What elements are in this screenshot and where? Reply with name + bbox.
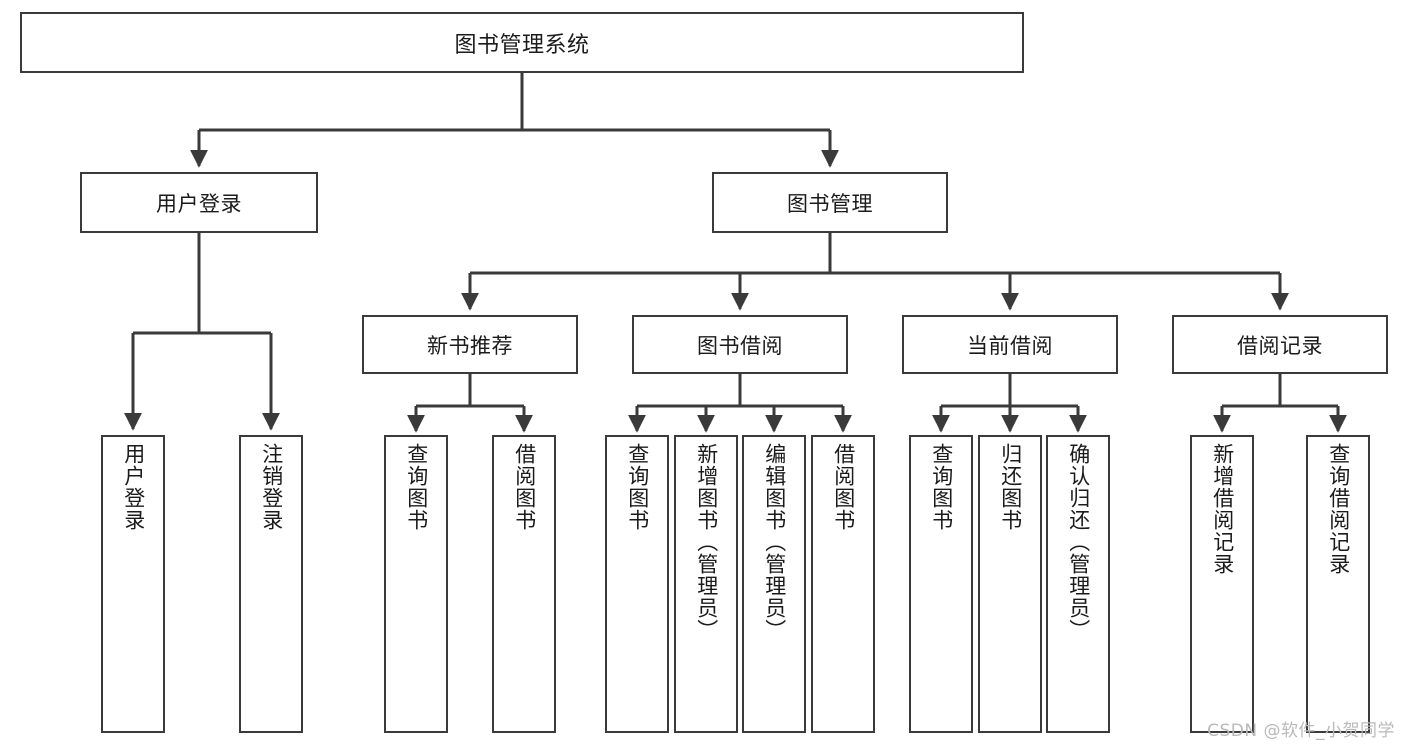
leaf-user-login-logout[interactable]: 注销登录 [239,435,303,733]
node-current-borrow[interactable]: 当前借阅 [902,315,1118,374]
leaf-borrow-record-query-label: 查询借阅记录 [1326,443,1351,575]
node-current-borrow-label: 当前借阅 [967,333,1053,358]
leaf-borrow-record-add[interactable]: 新增借阅记录 [1190,435,1254,733]
leaf-current-borrow-return-label: 归还图书 [998,443,1023,531]
node-borrow-record-label: 借阅记录 [1237,333,1323,358]
leaf-current-borrow-query[interactable]: 查询图书 [909,435,973,733]
leaf-book-borrow-edit[interactable]: 编辑图书（管理员） [742,435,806,733]
leaf-book-borrow-borrow[interactable]: 借阅图书 [811,435,875,733]
leaf-current-borrow-confirm[interactable]: 确认归还（管理员） [1046,435,1110,733]
leaf-current-borrow-query-label: 查询图书 [929,443,954,531]
leaf-new-book-query-label: 查询图书 [404,443,429,531]
node-root-label: 图书管理系统 [454,32,590,58]
node-user-login-label: 用户登录 [156,191,242,216]
leaf-current-borrow-return[interactable]: 归还图书 [978,435,1042,733]
leaf-new-book-query[interactable]: 查询图书 [384,435,448,733]
leaf-user-login-logout-label: 注销登录 [259,443,284,531]
leaf-new-book-borrow[interactable]: 借阅图书 [492,435,556,733]
leaf-book-borrow-query-label: 查询图书 [625,443,650,531]
node-new-book-recommend[interactable]: 新书推荐 [362,315,578,374]
node-borrow-record[interactable]: 借阅记录 [1172,315,1388,374]
leaf-borrow-record-add-label: 新增借阅记录 [1210,443,1235,575]
leaf-new-book-borrow-label: 借阅图书 [512,443,537,531]
node-book-borrow-label: 图书借阅 [697,333,783,358]
leaf-user-login-login[interactable]: 用户登录 [101,435,165,733]
node-user-login[interactable]: 用户登录 [80,172,318,233]
node-root-book-management-system[interactable]: 图书管理系统 [20,12,1024,73]
leaf-borrow-record-query[interactable]: 查询借阅记录 [1306,435,1370,733]
leaf-current-borrow-confirm-label: 确认归还（管理员） [1066,443,1091,641]
leaf-book-borrow-add[interactable]: 新增图书（管理员） [674,435,738,733]
leaf-book-borrow-borrow-label: 借阅图书 [831,443,856,531]
leaf-book-borrow-edit-label: 编辑图书（管理员） [762,443,787,641]
node-new-book-recommend-label: 新书推荐 [427,333,513,358]
leaf-book-borrow-query[interactable]: 查询图书 [605,435,669,733]
leaf-book-borrow-add-label: 新增图书（管理员） [694,443,719,641]
leaf-user-login-login-label: 用户登录 [121,443,146,531]
node-book-management[interactable]: 图书管理 [712,172,948,233]
watermark-text: CSDN @软件_小贺同学 [1207,721,1395,741]
node-book-management-label: 图书管理 [787,191,873,216]
node-book-borrow[interactable]: 图书借阅 [632,315,848,374]
